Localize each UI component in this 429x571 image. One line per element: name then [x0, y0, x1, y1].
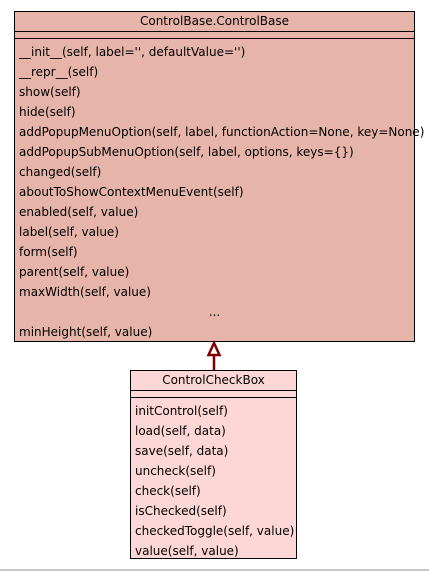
- base-method: maxWidth(self, value): [19, 285, 151, 299]
- sub-class-name: ControlCheckBox: [131, 371, 296, 391]
- sub-class-methods: initControl(self) load(self, data) save(…: [131, 398, 296, 561]
- sub-method: initControl(self): [135, 404, 228, 418]
- base-method: __repr__(self): [19, 65, 99, 79]
- base-method: addPopupSubMenuOption(self, label, optio…: [19, 145, 354, 159]
- base-method: changed(self): [19, 165, 102, 179]
- base-method: addPopupMenuOption(self, label, function…: [19, 125, 425, 139]
- sub-method: isChecked(self): [135, 504, 227, 518]
- sub-class-box: ControlCheckBox initControl(self) load(s…: [130, 370, 297, 559]
- sub-class-attributes: [131, 391, 296, 398]
- base-method: label(self, value): [19, 225, 119, 239]
- sub-method: value(self, value): [135, 544, 239, 558]
- base-method: parent(self, value): [19, 265, 130, 279]
- inheritance-arrowhead: [206, 339, 222, 357]
- base-class-box: ControlBase.ControlBase __init__(self, l…: [14, 11, 425, 342]
- base-class-attributes: [15, 32, 414, 39]
- base-method: hide(self): [19, 105, 76, 119]
- base-class-name: ControlBase.ControlBase: [15, 12, 414, 32]
- bottom-divider: [0, 569, 429, 571]
- sub-method: load(self, data): [135, 424, 226, 438]
- base-method: show(self): [19, 85, 81, 99]
- base-method: __init__(self, label='', defaultValue=''…: [19, 45, 246, 59]
- base-method: form(self): [19, 245, 78, 259]
- base-method: enabled(self, value): [19, 205, 139, 219]
- base-method-last: minHeight(self, value): [19, 325, 153, 339]
- sub-method: check(self): [135, 484, 201, 498]
- sub-method: save(self, data): [135, 444, 229, 458]
- base-methods-ellipsis: ...: [208, 305, 221, 319]
- base-method: aboutToShowContextMenuEvent(self): [19, 185, 244, 199]
- base-class-methods: __init__(self, label='', defaultValue=''…: [15, 39, 425, 342]
- sub-method: uncheck(self): [135, 464, 216, 478]
- sub-method: checkedToggle(self, value): [135, 524, 295, 538]
